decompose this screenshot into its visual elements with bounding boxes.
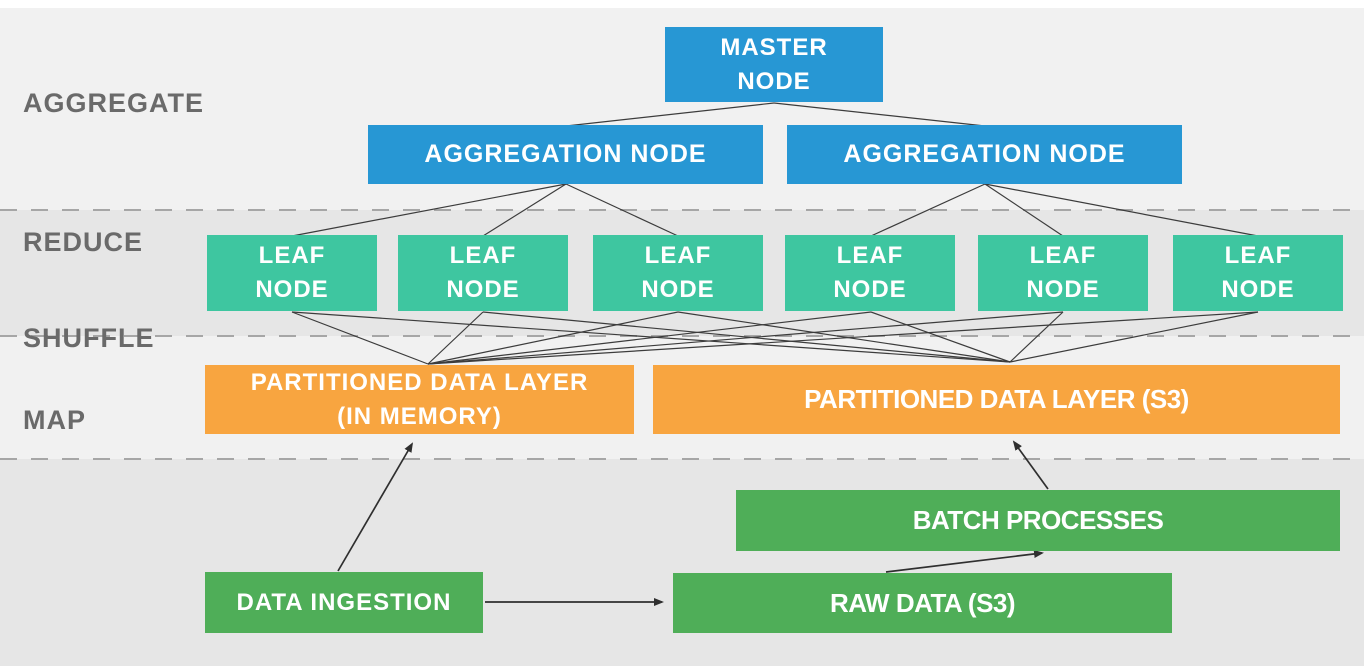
edge-agg-left-to-leaf1: [291, 183, 567, 237]
edge-agg-left-to-leaf3: [565, 183, 679, 237]
aggregation-node-right: AGGREGATION NODE: [787, 125, 1182, 184]
stage-label-aggregate: AGGREGATE: [23, 88, 205, 118]
leaf-node-3: LEAF NODE: [593, 235, 763, 311]
shuffle-leaf5-to-memory: [427, 311, 1064, 365]
leaf-node-label-line1: LEAF: [1029, 242, 1097, 270]
leaf-node-5: LEAF NODE: [978, 235, 1148, 311]
leaf-node-6: LEAF NODE: [1173, 235, 1343, 311]
shuffle-leaf1-to-s3: [291, 311, 1011, 363]
edge-agg-right-to-leaf4: [870, 183, 986, 237]
leaf-node-label-line1: LEAF: [644, 242, 712, 270]
shuffle-leaf3-to-memory: [427, 311, 679, 365]
edge-agg-right-to-leaf5: [984, 183, 1064, 237]
leaf-node-label-line1: LEAF: [1224, 242, 1292, 270]
stage-label-map: MAP: [23, 405, 86, 435]
stage-label-reduce: REDUCE: [23, 227, 144, 257]
edge-agg-right-to-leaf6: [984, 183, 1259, 237]
partitioned-data-layer-in-memory: PARTITIONED DATA LAYER (IN MEMORY): [205, 365, 634, 434]
leaf-node-label-line2: NODE: [446, 276, 520, 303]
leaf-node-label-line2: NODE: [1221, 276, 1295, 303]
leaf-node-1: LEAF NODE: [207, 235, 377, 311]
edge-agg-left-to-leaf2: [482, 183, 567, 237]
aggregation-node-left: AGGREGATION NODE: [368, 125, 763, 184]
master-node: MASTER NODE: [665, 27, 883, 102]
shuffle-leaf4-to-s3: [870, 311, 1011, 363]
leaf-node-label-line2: NODE: [833, 276, 907, 303]
leaf-node-label-line2: NODE: [641, 276, 715, 303]
data-ingestion: DATA INGESTION: [205, 572, 483, 633]
dashed-separator-reduce-shuffle: [0, 335, 1364, 337]
edge-master-to-agg-left: [565, 102, 775, 127]
raw-data-s3: RAW DATA (S3): [673, 573, 1172, 633]
shuffle-leaf4-to-memory: [427, 311, 872, 365]
aggregation-node-left-label: AGGREGATION NODE: [424, 140, 707, 168]
batch-processes: BATCH PROCESSES: [736, 490, 1340, 551]
leaf-node-label-line2: NODE: [1026, 276, 1100, 303]
shuffle-leaf6-to-s3: [1009, 311, 1259, 363]
dashed-separator-map-ingestion: [0, 458, 1364, 460]
partitioned-data-layer-s3: PARTITIONED DATA LAYER (S3): [653, 365, 1340, 434]
leaf-node-label-line1: LEAF: [449, 242, 517, 270]
shuffle-leaf2-to-s3: [482, 311, 1011, 363]
shuffle-leaf3-to-s3: [677, 311, 1011, 363]
partitioned-memory-label-line2: (IN MEMORY): [337, 402, 502, 430]
leaf-node-label-line2: NODE: [255, 276, 329, 303]
arrow-ingestion-to-memory-layer: [337, 442, 414, 572]
leaf-node-label-line1: LEAF: [836, 242, 904, 270]
master-node-label-line1: MASTER: [720, 33, 828, 61]
partitioned-s3-label: PARTITIONED DATA LAYER (S3): [804, 384, 1189, 415]
dashed-separator-aggregate-reduce: [0, 209, 1364, 211]
arrow-batch-to-s3-layer: [1012, 440, 1049, 490]
raw-data-label: RAW DATA (S3): [829, 587, 1016, 618]
arrow-raw-data-to-batch: [885, 549, 1044, 573]
shuffle-leaf5-to-s3: [1009, 311, 1064, 363]
edge-master-to-agg-right: [773, 102, 986, 127]
shuffle-leaf6-to-memory: [427, 311, 1259, 365]
shuffle-leaf2-to-memory: [427, 311, 484, 365]
leaf-node-label-line1: LEAF: [258, 242, 326, 270]
data-ingestion-label: DATA INGESTION: [236, 588, 452, 616]
leaf-node-2: LEAF NODE: [398, 235, 568, 311]
aggregation-node-right-label: AGGREGATION NODE: [843, 140, 1126, 168]
partitioned-memory-label-line1: PARTITIONED DATA LAYER: [250, 368, 589, 396]
leaf-node-4: LEAF NODE: [785, 235, 955, 311]
master-node-label-line2: NODE: [737, 67, 811, 95]
shuffle-leaf1-to-memory: [291, 311, 429, 365]
batch-processes-label: BATCH PROCESSES: [912, 505, 1164, 536]
stage-label-shuffle: SHUFFLE: [23, 323, 155, 353]
